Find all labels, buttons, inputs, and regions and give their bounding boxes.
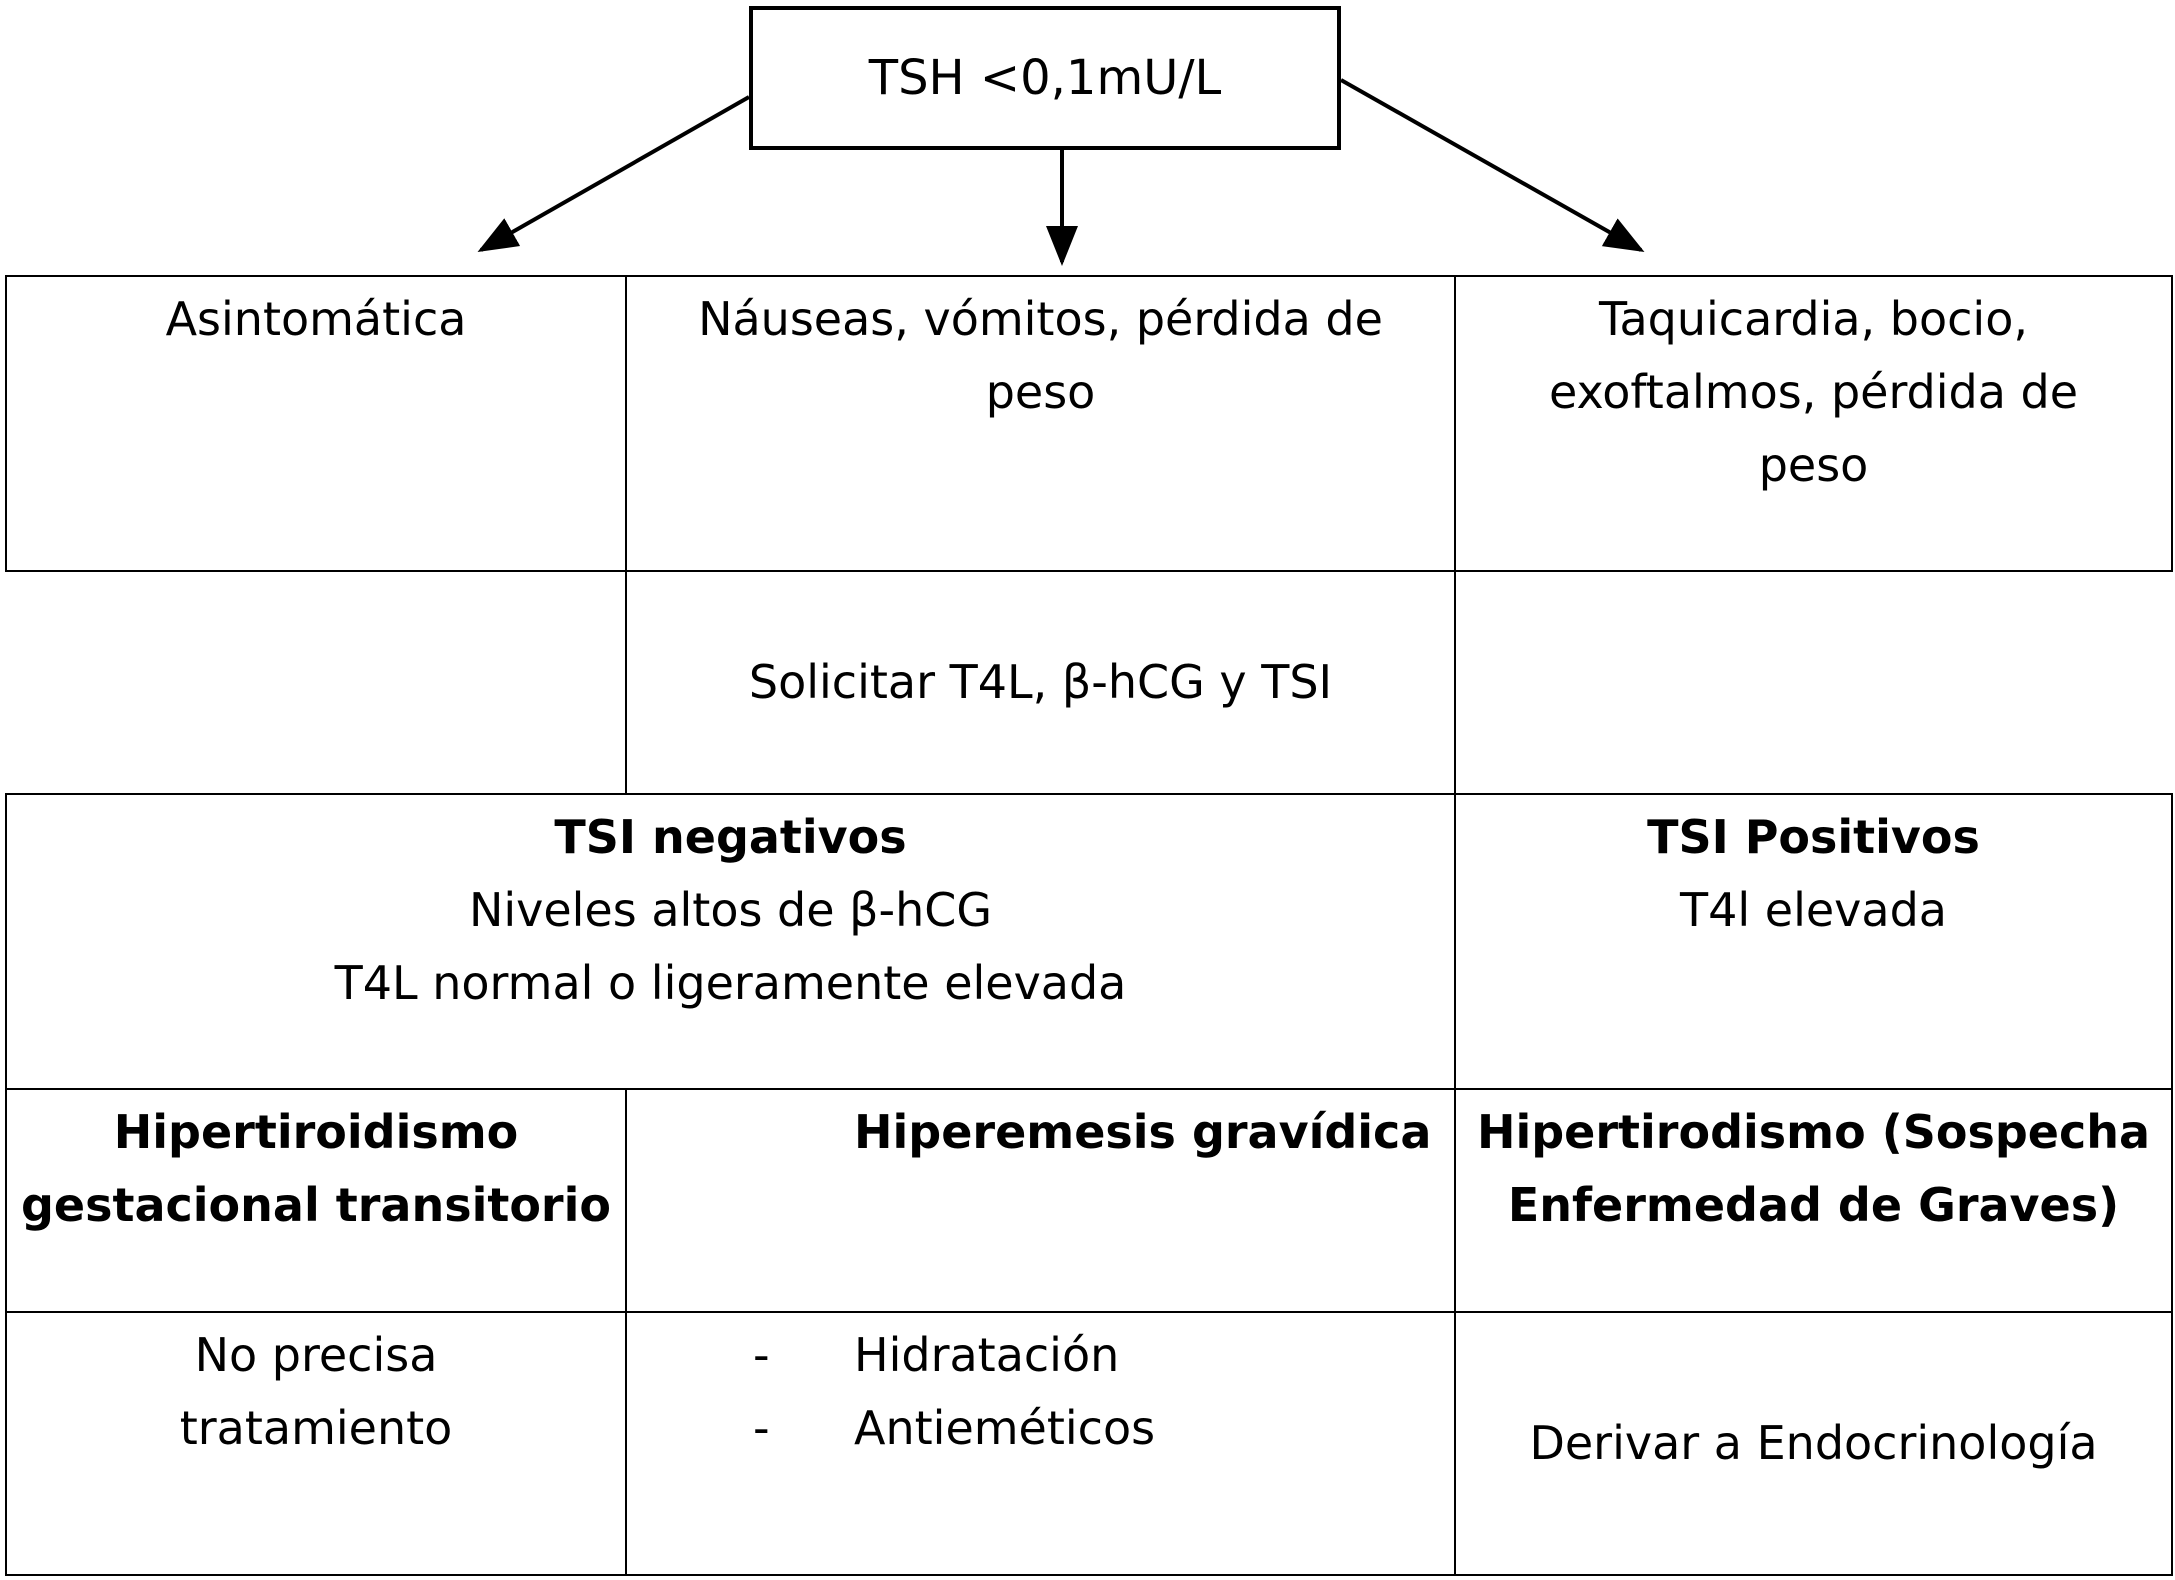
cell-text: Derivar a Endocrinología	[1529, 1416, 2098, 1470]
cell-text: Hipertirodismo (Sospecha	[1476, 1105, 2151, 1159]
cell-heading: TSI negativos	[554, 810, 907, 864]
cell-text: peso	[985, 365, 1096, 419]
cell-text: Asintomática	[165, 292, 467, 346]
cell-derivar: Derivar a Endocrinología	[1454, 1311, 2173, 1576]
cell-tratamiento-list: - Hidratación - Antieméticos	[625, 1311, 1456, 1576]
cell-nauseas: Náuseas, vómitos, pérdida de peso	[625, 275, 1456, 572]
bullet-dash: -	[753, 1328, 770, 1382]
cell-tsi-positivos: TSI Positivos T4l elevada	[1454, 793, 2173, 1090]
cell-hiperemesis: Hiperemesis gravídica	[625, 1088, 1456, 1313]
cell-text: exoftalmos, pérdida de	[1548, 365, 2079, 419]
cell-text: T4l elevada	[1680, 883, 1947, 937]
list-item-text: Hidratación	[854, 1328, 1120, 1382]
list-item-text: Antieméticos	[854, 1401, 1156, 1455]
bullet-dash: -	[753, 1401, 770, 1455]
cell-text: gestacional transitorio	[20, 1178, 611, 1232]
cell-text: tratamiento	[179, 1401, 453, 1455]
cell-text: Hiperemesis gravídica	[854, 1105, 1432, 1159]
arrow-left	[477, 95, 750, 252]
cell-text: No precisa	[194, 1328, 438, 1382]
cell-solicitar: Solicitar T4L, β-hCG y TSI	[625, 570, 1456, 795]
cell-text: T4L normal o ligeramente elevada	[334, 956, 1127, 1010]
cell-tsi-negativos: TSI negativos Niveles altos de β-hCG T4L…	[5, 793, 1456, 1090]
cell-hipertirodismo-graves: Hipertirodismo (Sospecha Enfermedad de G…	[1454, 1088, 2173, 1313]
arrow-right	[1340, 78, 1645, 252]
cell-hipertiroidismo-gestacional: Hipertiroidismo gestacional transitorio	[5, 1088, 627, 1313]
tsh-label: TSH <0,1mU/L	[868, 50, 1222, 106]
cell-asintomatica: Asintomática	[5, 275, 627, 572]
cell-text: Náuseas, vómitos, pérdida de	[698, 292, 1383, 346]
cell-text: Enfermedad de Graves)	[1507, 1178, 2120, 1232]
cell-no-precisa: No precisa tratamiento	[5, 1311, 627, 1576]
cell-text: Taquicardia, bocio,	[1599, 292, 2028, 346]
cell-taquicardia: Taquicardia, bocio, exoftalmos, pérdida …	[1454, 275, 2173, 572]
tsh-box: TSH <0,1mU/L	[749, 6, 1341, 150]
cell-text: peso	[1758, 438, 1869, 492]
list-item: - Antieméticos	[627, 1392, 1454, 1465]
cell-text: Niveles altos de β-hCG	[468, 883, 993, 937]
cell-text: Solicitar T4L, β-hCG y TSI	[748, 655, 1333, 709]
cell-heading: TSI Positivos	[1647, 810, 1980, 864]
cell-text: Hipertiroidismo	[113, 1105, 519, 1159]
list-item: - Hidratación	[627, 1319, 1454, 1392]
